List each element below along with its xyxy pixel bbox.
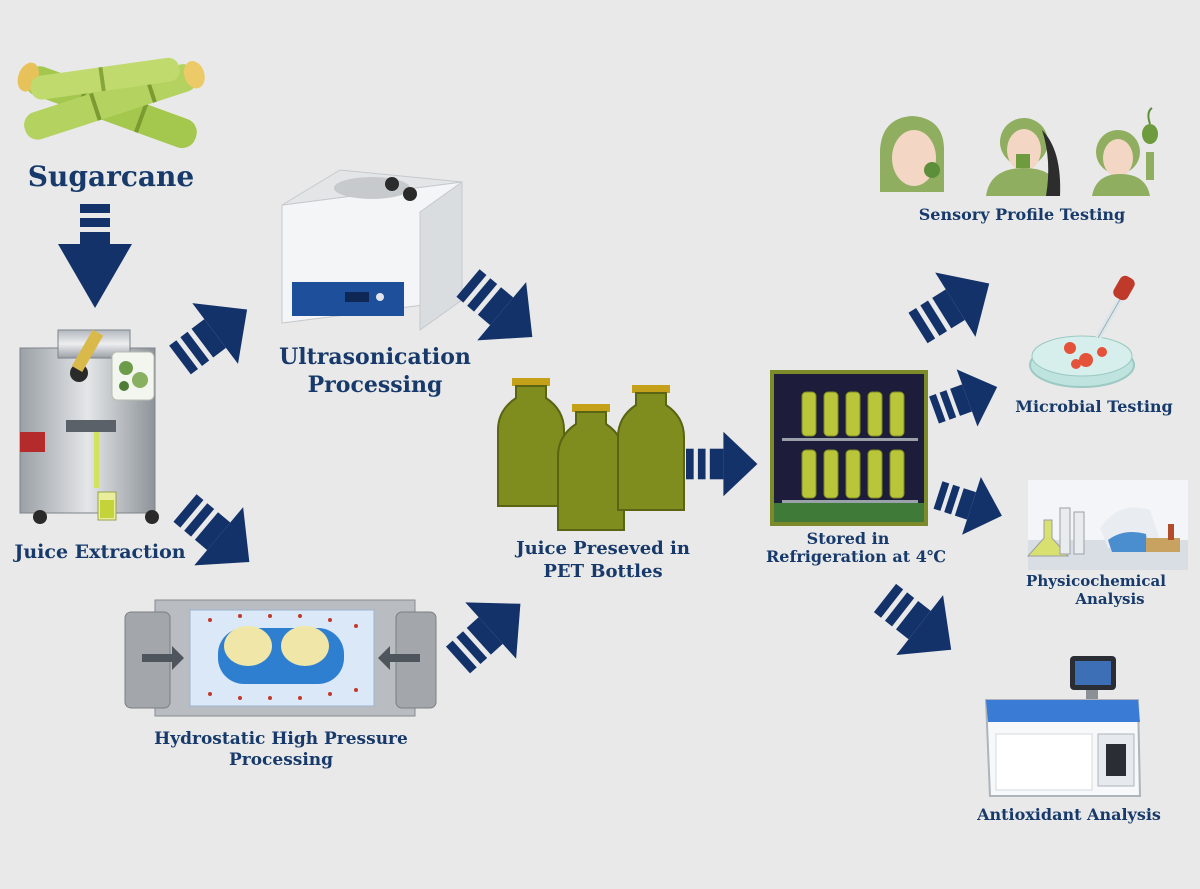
sensory-label: Sensory Profile Testing: [919, 205, 1125, 224]
arrow-hhp-to-bottles: [432, 575, 546, 689]
arrow-fridge-to-sensory: [897, 251, 1010, 361]
ultrasonication-label-line1: Ultrasonication: [279, 344, 471, 370]
petri-dish-icon: [1029, 275, 1135, 388]
refrigeration-label-line2: Refrigeration at 4℃: [766, 547, 946, 566]
arrow-sugarcane-to-juicer: [58, 204, 132, 308]
sugarcane-label: Sugarcane: [28, 160, 194, 193]
sugarcane-icon: [17, 57, 205, 149]
arrow-juicer-to-ultrasonic: [157, 279, 270, 391]
ultrasonic-bath-icon: [281, 169, 463, 331]
refrigeration-label-line1: Stored in: [807, 529, 890, 548]
hhp-label-line1: Hydrostatic High Pressure: [154, 729, 408, 749]
arrow-fridge-to-microbial: [923, 358, 1008, 439]
pet-bottles-label-line2: PET Bottles: [543, 561, 662, 582]
arrow-juicer-to-hhp: [160, 478, 274, 592]
sensory-panel-icon: [880, 107, 1158, 196]
physicochemical-label-line1: Physicochemical: [1026, 572, 1166, 590]
pressure-vessel-icon: [124, 599, 437, 717]
pet-bottles-label-line1: Juice Preseved in: [514, 538, 690, 559]
hhp-label-line2: Processing: [229, 750, 333, 770]
physicochemical-label-line2: Analysis: [1074, 590, 1144, 608]
microbial-label: Microbial Testing: [1015, 397, 1172, 416]
laboratory-analysis-icon: [1026, 480, 1188, 570]
antioxidant-label: Antioxidant Analysis: [976, 805, 1161, 824]
arrow-bottles-to-fridge: [686, 431, 758, 497]
spectrophotometer-icon: [984, 656, 1142, 797]
pet-bottles-icon: [497, 378, 685, 531]
refrigerator-icon: [770, 370, 928, 526]
arrow-fridge-to-antioxidant: [861, 568, 975, 680]
juice-extractor-icon: [19, 329, 159, 524]
ultrasonication-label-line2: Processing: [308, 372, 443, 398]
juice-extraction-label: Juice Extraction: [12, 541, 185, 563]
arrow-fridge-to-physicochemical: [928, 466, 1012, 545]
